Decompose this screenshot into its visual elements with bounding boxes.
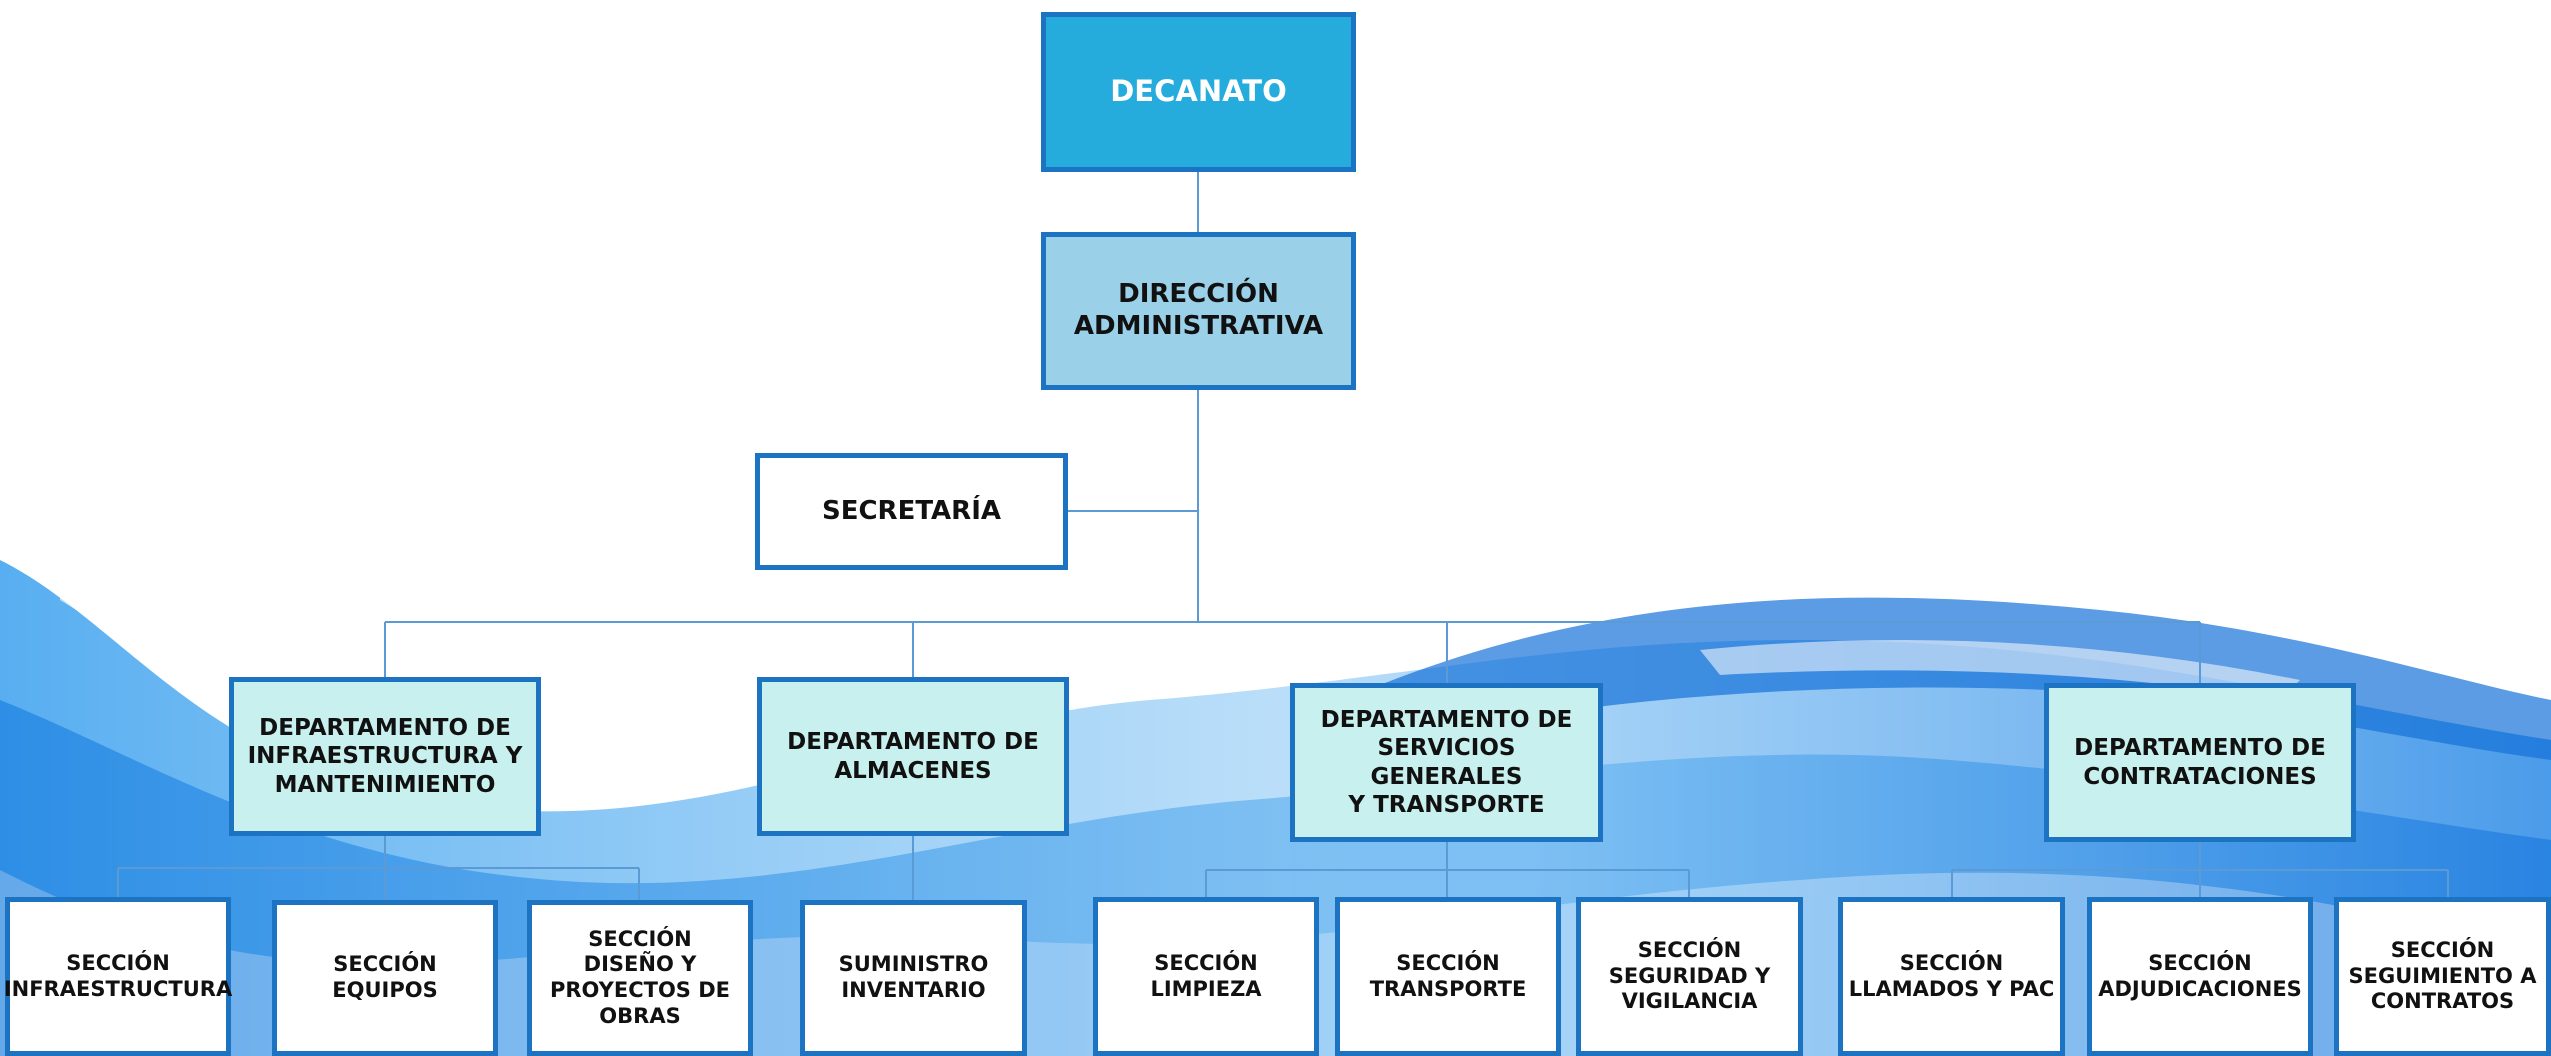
node-seccion-infraestructura: SECCIÓN INFRAESTRUCTURA [3,897,233,1056]
node-seccion-adjudicaciones: SECCIÓN ADJUDICACIONES [2087,897,2313,1056]
suministro-inventario-label: SUMINISTRO INVENTARIO [838,952,989,1002]
seccion-seguridad-label: SECCIÓN SEGURIDAD Y VIGILANCIA [1608,938,1771,1014]
node-seccion-limpieza: SECCIÓN LIMPIEZA [1093,897,1319,1056]
node-dept-servicios-generales: DEPARTAMENTO DE SERVICIOS GENERALES Y TR… [1290,683,1603,842]
node-dept-contrataciones: DEPARTAMENTO DE CONTRATACIONES [2044,683,2356,842]
seccion-transporte-label: SECCIÓN TRANSPORTE [1369,950,1527,1001]
node-dept-almacenes: DEPARTAMENTO DE ALMACENES [757,677,1069,836]
node-suministro-inventario: SUMINISTRO INVENTARIO [800,900,1027,1056]
node-seccion-transporte: SECCIÓN TRANSPORTE [1335,897,1561,1056]
seccion-adjudicaciones-label: SECCIÓN ADJUDICACIONES [2098,950,2302,1001]
node-seccion-llamados-pac: SECCIÓN LLAMADOS Y PAC [1838,897,2065,1056]
node-direccion-label: DIRECCIÓN ADMINISTRATIVA [1073,279,1324,341]
seccion-llamados-label: SECCIÓN LLAMADOS Y PAC [1848,950,2055,1001]
node-seccion-diseno-proyectos: SECCIÓN DISEÑO Y PROYECTOS DE OBRAS [527,900,753,1056]
seccion-seguimiento-label: SECCIÓN SEGUIMIENTO A CONTRATOS [2348,938,2537,1014]
node-secretaria-label: SECRETARÍA [821,495,1001,526]
node-decanato: DECANATO [1041,12,1356,172]
seccion-limpieza-label: SECCIÓN LIMPIEZA [1150,950,1262,1001]
dept-almacenes-label: DEPARTAMENTO DE ALMACENES [787,729,1039,784]
seccion-diseno-label: SECCIÓN DISEÑO Y PROYECTOS DE OBRAS [549,926,731,1028]
dept-infraestructura-label: DEPARTAMENTO DE INFRAESTRUCTURA Y MANTEN… [247,715,523,798]
seccion-equipos-label: SECCIÓN EQUIPOS [332,952,438,1002]
seccion-infraestructura-label: SECCIÓN INFRAESTRUCTURA [3,950,233,1001]
node-secretaria: SECRETARÍA [755,453,1068,570]
dept-contrataciones-label: DEPARTAMENTO DE CONTRATACIONES [2074,735,2326,790]
dept-servicios-label: DEPARTAMENTO DE SERVICIOS GENERALES Y TR… [1320,707,1573,818]
node-seccion-seguimiento-contratos: SECCIÓN SEGUIMIENTO A CONTRATOS [2334,897,2551,1056]
node-direccion-administrativa: DIRECCIÓN ADMINISTRATIVA [1041,232,1356,390]
node-dept-infraestructura: DEPARTAMENTO DE INFRAESTRUCTURA Y MANTEN… [229,677,541,836]
node-decanato-label: DECANATO [1110,74,1287,109]
node-seccion-equipos: SECCIÓN EQUIPOS [272,900,498,1056]
node-seccion-seguridad: SECCIÓN SEGURIDAD Y VIGILANCIA [1576,897,1803,1056]
